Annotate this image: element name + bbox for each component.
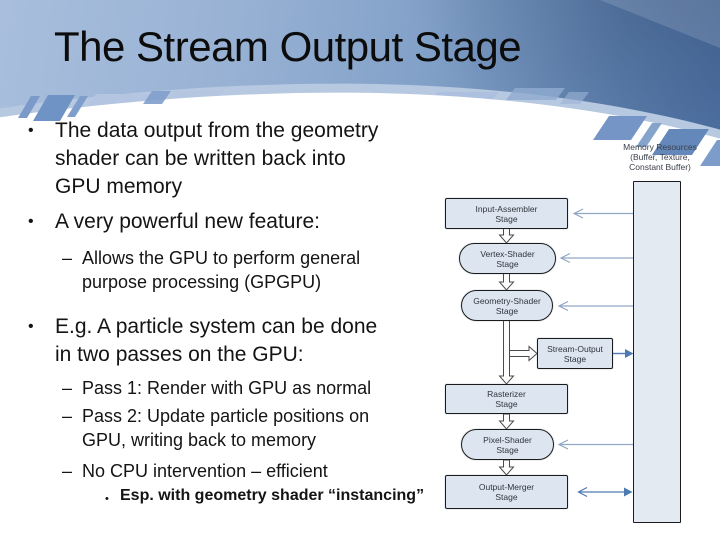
memory-resources-box: [633, 181, 681, 523]
bullet-text: E.g. A particle system can be done in tw…: [55, 315, 378, 366]
bullet-text: Esp. with geometry shader “instancing”: [120, 487, 425, 504]
link-memory-to-vs: [559, 252, 633, 264]
stripe: [560, 92, 589, 104]
stage-rasterizer: Rasterizer Stage: [445, 384, 568, 414]
link-om-filled-head: [624, 487, 633, 497]
stripe: [143, 91, 171, 104]
stage-geometry-shader: Geometry-Shader Stage: [461, 290, 553, 321]
link-memory-to-ps: [557, 439, 633, 450]
bullet-item-7: – No CPU intervention – efficient: [62, 459, 453, 483]
arrow-gs-to-rasterizer: [498, 320, 515, 385]
stage-label: Output-Merger Stage: [478, 482, 535, 502]
memory-resources-label: Memory Resources (Buffer, Texture, Const…: [623, 142, 697, 172]
page-title: The Stream Output Stage: [54, 23, 522, 70]
bullet-list: • The data output from the geometry shad…: [28, 117, 453, 510]
stage-output-merger: Output-Merger Stage: [445, 475, 568, 509]
stage-vertex-shader: Vertex-Shader Stage: [459, 243, 556, 274]
bullet-text: No CPU intervention – efficient: [82, 461, 328, 481]
link-om-open-head: [577, 486, 588, 498]
bullet-marker: –: [62, 248, 73, 268]
bullet-item-2: • A very powerful new feature:: [28, 208, 453, 236]
bullet-marker: •: [28, 318, 34, 335]
link-so-arrowhead: [625, 349, 634, 358]
bullet-item-5: – Pass 1: Render with GPU as normal: [62, 376, 453, 400]
bullet-text: Pass 1: Render with GPU as normal: [82, 378, 372, 398]
arrow-ps-to-om: [498, 459, 515, 476]
bullet-marker: –: [62, 406, 73, 426]
arrow-branch-to-stream-output: [509, 345, 538, 362]
link-memory-to-gs: [557, 300, 633, 312]
pipeline-flow-arrows: [498, 228, 538, 476]
stripe: [506, 88, 565, 100]
stripe: [700, 140, 720, 166]
stage-label: Geometry-Shader Stage: [473, 295, 541, 316]
bullet-marker: •: [28, 122, 34, 139]
stripe: [18, 96, 40, 118]
bullet-text: A very powerful new feature:: [55, 210, 320, 233]
memory-links: [557, 208, 633, 450]
bullet-text: Allows the GPU to perform general purpos…: [82, 248, 361, 292]
stage-pixel-shader: Pixel-Shader Stage: [461, 429, 554, 460]
stage-label: Input-Assembler Stage: [475, 203, 538, 224]
bullet-text: Pass 2: Update particle positions on GPU…: [82, 406, 370, 450]
output-merger-link: [577, 486, 633, 498]
bullet-marker: •: [105, 493, 109, 505]
stripe: [636, 123, 662, 147]
bullet-marker: •: [28, 213, 34, 230]
link-memory-to-ia: [572, 208, 633, 219]
stripe: [33, 95, 75, 121]
bullet-marker: –: [62, 378, 73, 398]
stripe: [67, 96, 88, 117]
stage-label: Vertex-Shader Stage: [480, 248, 535, 269]
bullet-item-3: – Allows the GPU to perform general purp…: [62, 246, 453, 294]
stage-input-assembler: Input-Assembler Stage: [445, 198, 568, 229]
bullet-text: The data output from the geometry shader…: [55, 119, 379, 198]
stage-stream-output: Stream-Output Stage: [537, 338, 613, 369]
stage-label: Stream-Output Stage: [547, 343, 603, 364]
stage-label: Rasterizer Stage: [487, 389, 526, 409]
arrow-vs-to-gs: [498, 272, 515, 291]
stripe: [593, 116, 647, 140]
corner-streak: [600, 0, 720, 48]
bullet-item-1: • The data output from the geometry shad…: [28, 117, 453, 201]
arrow-rasterizer-to-ps: [498, 413, 515, 430]
arrow-ia-to-vs: [498, 228, 515, 244]
stage-label: Pixel-Shader Stage: [483, 434, 532, 455]
stream-output-link: [613, 349, 634, 358]
bullet-item-6: – Pass 2: Update particle positions on G…: [62, 404, 453, 452]
bullet-item-4: • E.g. A particle system can be done in …: [28, 313, 453, 369]
foreground-stripes: [18, 91, 720, 166]
bullet-item-8: • Esp. with geometry shader “instancing”: [105, 485, 453, 510]
stripe: [652, 129, 709, 155]
bullet-marker: –: [62, 461, 73, 481]
